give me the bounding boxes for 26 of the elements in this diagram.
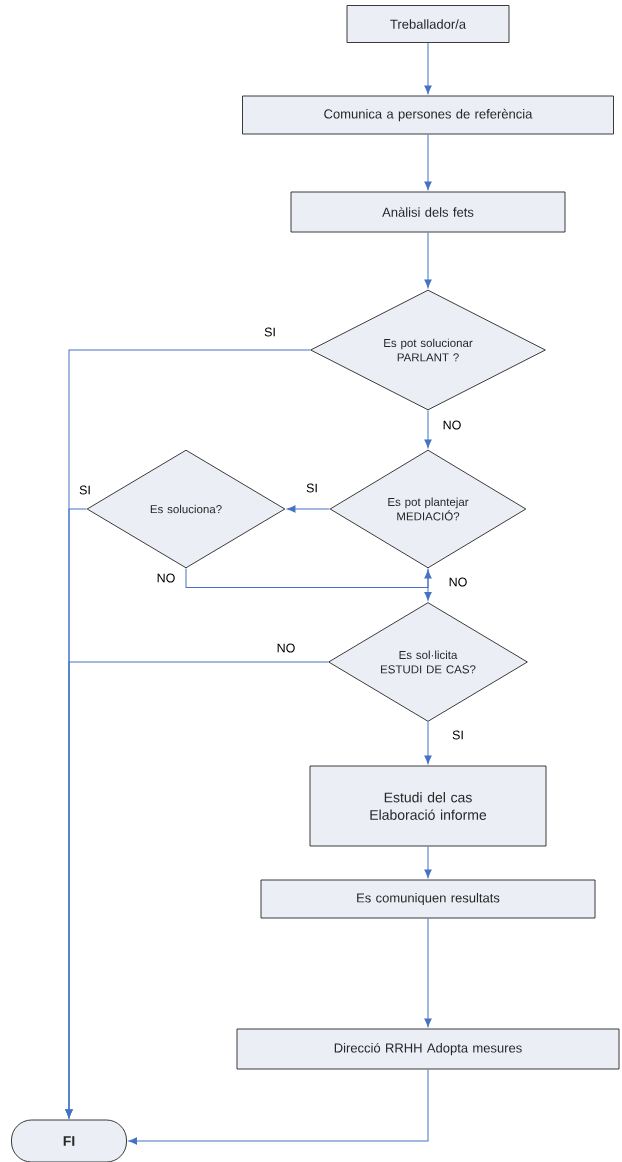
arrow [424, 567, 432, 601]
process-box: Comunica a persones de referència [242, 95, 614, 135]
edge-label: SI [263, 326, 277, 338]
arrow [185, 567, 432, 588]
process-box: Direcció RRHH Adopta mesures [236, 1028, 620, 1070]
edge-label: SI [305, 482, 319, 494]
process-box: Estudi del cas Elaboració informe [309, 765, 547, 847]
edge-label: SI [451, 729, 465, 741]
edge-label: NO [447, 576, 469, 588]
process-box: Es comuniquen resultats [260, 879, 596, 919]
arrow [286, 505, 331, 513]
terminal-box: FI [11, 1119, 127, 1162]
arrow [424, 231, 432, 289]
process-box: Anàlisi dels fets [290, 191, 566, 233]
arrow [424, 845, 432, 879]
arrow [424, 409, 432, 449]
edge-label: NO [275, 642, 297, 654]
process-box: Treballador/a [346, 5, 510, 43]
arrow [424, 133, 432, 191]
arrow [128, 1068, 429, 1145]
arrow [65, 661, 329, 1119]
arrow [424, 917, 432, 1028]
edge-label: NO [441, 419, 463, 431]
arrow [424, 42, 432, 95]
arrow [424, 721, 432, 765]
edge-label: NO [155, 572, 177, 584]
